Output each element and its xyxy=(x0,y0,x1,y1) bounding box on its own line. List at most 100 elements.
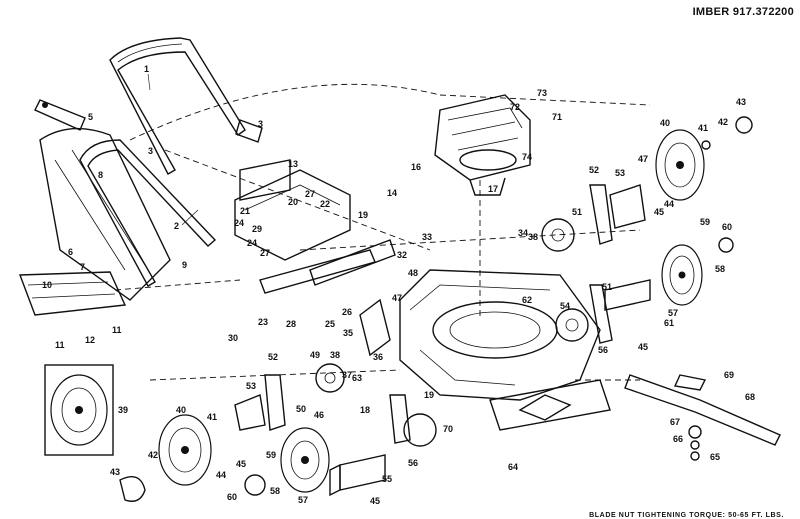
callout-32: 32 xyxy=(397,250,407,260)
callout-44b: 44 xyxy=(216,470,226,480)
callout-46: 46 xyxy=(314,410,324,420)
callout-60b: 60 xyxy=(227,492,237,502)
callout-56a: 56 xyxy=(598,345,608,355)
callout-72: 72 xyxy=(510,102,520,112)
callout-8: 8 xyxy=(98,170,103,180)
callout-38b: 38 xyxy=(330,350,340,360)
callout-65: 65 xyxy=(710,452,720,462)
height-lever-lower-right xyxy=(589,284,613,344)
callout-labels: 1 2 3 3 5 6 7 8 9 10 11 11 12 13 14 16 1… xyxy=(42,64,755,506)
callout-57b: 57 xyxy=(298,495,308,505)
callout-2: 2 xyxy=(174,221,179,231)
callout-62: 62 xyxy=(522,295,532,305)
discharge-chute-door xyxy=(359,298,391,357)
callout-55: 55 xyxy=(382,474,392,484)
callout-68: 68 xyxy=(745,392,755,402)
callout-59a: 59 xyxy=(700,217,710,227)
callout-20: 20 xyxy=(288,197,298,207)
model-number-label: IMBER 917.372200 xyxy=(692,6,794,18)
callout-25: 25 xyxy=(325,319,335,329)
callout-47a: 47 xyxy=(638,154,648,164)
rear-bracket-assembly xyxy=(234,159,351,261)
callout-53a: 53 xyxy=(615,168,625,178)
callout-56b: 56 xyxy=(408,458,418,468)
callout-35: 35 xyxy=(343,328,353,338)
upper-handle xyxy=(109,37,246,175)
mower-deck xyxy=(399,269,601,401)
callout-70: 70 xyxy=(443,424,453,434)
callout-41b: 41 xyxy=(207,412,217,422)
callout-59b: 59 xyxy=(266,450,276,460)
assembly-guide-lines xyxy=(114,83,651,381)
height-adjuster-bar xyxy=(259,239,396,294)
callout-48: 48 xyxy=(408,268,418,278)
callout-58b: 58 xyxy=(270,486,280,496)
callout-49: 49 xyxy=(310,350,320,360)
callout-6: 6 xyxy=(68,247,73,257)
callout-22: 22 xyxy=(320,199,330,209)
callout-21: 21 xyxy=(240,206,250,216)
callout-45b: 45 xyxy=(638,342,648,352)
callout-16: 16 xyxy=(411,162,421,172)
callout-19a: 19 xyxy=(358,210,368,220)
height-lever-lower-left xyxy=(389,394,437,447)
callout-12: 12 xyxy=(85,335,95,345)
callout-3a: 3 xyxy=(258,119,263,129)
front-wheel-right xyxy=(604,237,734,311)
callout-19b: 19 xyxy=(424,390,434,400)
callout-27b: 27 xyxy=(260,248,270,258)
callout-27a: 27 xyxy=(305,189,315,199)
callout-33: 33 xyxy=(422,232,432,242)
callout-24a: 24 xyxy=(234,218,244,228)
callout-24b: 24 xyxy=(247,238,257,248)
callout-73: 73 xyxy=(537,88,547,98)
callout-18: 18 xyxy=(360,405,370,415)
callout-38a: 38 xyxy=(528,232,538,242)
callout-74: 74 xyxy=(522,152,532,162)
callout-9: 9 xyxy=(182,260,187,270)
height-lever-upper-left xyxy=(234,374,286,431)
callout-63: 63 xyxy=(352,373,362,383)
callout-40b: 40 xyxy=(176,405,186,415)
callout-51b: 51 xyxy=(602,282,612,292)
callout-52b: 52 xyxy=(268,352,278,362)
callout-52a: 52 xyxy=(589,165,599,175)
inset-wheel-box xyxy=(44,364,114,456)
callout-23: 23 xyxy=(258,317,268,327)
callout-54: 54 xyxy=(560,301,570,311)
height-lever-upper-right xyxy=(589,184,646,245)
callout-43b: 43 xyxy=(110,467,120,477)
catcher-frame xyxy=(19,271,127,316)
callout-64: 64 xyxy=(508,462,518,472)
callout-58a: 58 xyxy=(715,264,725,274)
callout-50: 50 xyxy=(296,404,306,414)
cable-clip xyxy=(235,119,263,143)
callout-69: 69 xyxy=(724,370,734,380)
cutting-blade xyxy=(624,374,781,461)
drive-gear-lower xyxy=(555,308,589,342)
callout-36: 36 xyxy=(373,352,383,362)
callout-41a: 41 xyxy=(698,123,708,133)
callout-14: 14 xyxy=(387,188,397,198)
drive-gear-left xyxy=(315,363,345,393)
callout-3b: 3 xyxy=(148,146,153,156)
callout-34: 34 xyxy=(518,228,528,238)
callout-1: 1 xyxy=(144,64,149,74)
callout-11b: 11 xyxy=(112,325,122,335)
callout-7: 7 xyxy=(80,262,85,272)
axle-assembly xyxy=(329,454,386,497)
callout-44a: 44 xyxy=(664,199,674,209)
grass-catcher-bag xyxy=(39,127,171,301)
callout-47b: 47 xyxy=(392,293,402,303)
callout-45c: 45 xyxy=(236,459,246,469)
callout-51a: 51 xyxy=(572,207,582,217)
callout-10: 10 xyxy=(42,280,52,290)
callout-29: 29 xyxy=(252,224,262,234)
callout-30: 30 xyxy=(228,333,238,343)
engine xyxy=(434,94,531,196)
callout-71: 71 xyxy=(552,112,562,122)
callout-67: 67 xyxy=(670,417,680,427)
callout-42a: 42 xyxy=(718,117,728,127)
callout-42b: 42 xyxy=(148,450,158,460)
